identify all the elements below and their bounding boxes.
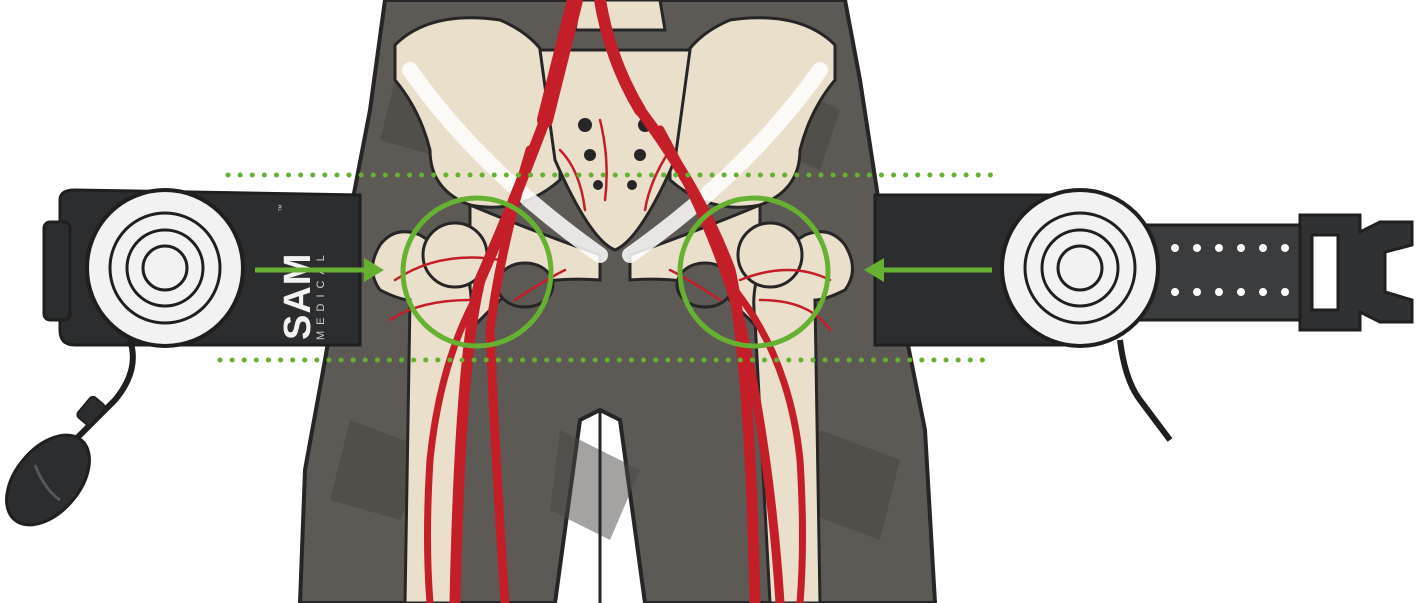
- spine-vertebra: [575, 0, 665, 30]
- belt-perforated-strap: [1140, 225, 1315, 320]
- brand-logo-main: SAM: [277, 253, 319, 340]
- brand-logo-trademark: ™: [277, 204, 286, 212]
- brand-logo-sub: MEDICAL: [315, 249, 327, 340]
- right-cable: [1120, 340, 1170, 440]
- pad-right: [1002, 190, 1158, 346]
- bulb-body: [0, 420, 106, 541]
- buckle-slot: [1312, 235, 1338, 310]
- bulb-valve: [76, 395, 107, 426]
- bulb-tube: [75, 340, 133, 440]
- inflation-bulb: [0, 340, 133, 540]
- pad-left: [87, 190, 243, 346]
- belt-end-tab: [44, 222, 70, 320]
